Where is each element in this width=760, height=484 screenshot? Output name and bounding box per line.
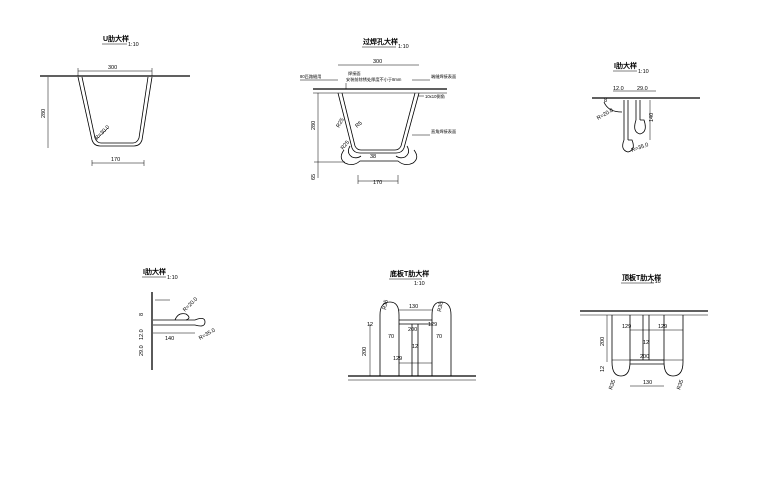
top-t-rib-small: 12 bbox=[600, 366, 606, 372]
i-rib-1-title: I肋大样 bbox=[614, 61, 637, 70]
pass-hole-bulbs bbox=[340, 149, 418, 165]
u-rib-inner bbox=[81, 76, 149, 144]
pass-hole-title: 过焊孔大样 bbox=[363, 37, 398, 46]
i-rib-2-title: I肋大样 bbox=[143, 267, 166, 276]
pass-hole-bottom-dim: 38 bbox=[370, 154, 376, 160]
pass-hole-r1: R25 bbox=[336, 117, 346, 129]
bottom-t-rib-left-a: 12 bbox=[367, 322, 373, 328]
i-rib-1-detail: I肋大样 1:10 12.0 29.0 8 140 R=20.0 R=35.0 bbox=[592, 61, 700, 154]
i-rib-2-bulb bbox=[194, 318, 206, 327]
pass-hole-note-weld-b: 安装前除锈处厚度不小于8mm bbox=[346, 76, 402, 83]
u-rib-top-width: 300 bbox=[108, 65, 117, 71]
bottom-t-rib-web: 12 bbox=[412, 344, 418, 350]
pass-hole-note-right-c: 直角焊接表面 bbox=[431, 128, 456, 135]
i-rib-1-scale: 1:10 bbox=[638, 69, 649, 75]
i-rib-1-r2: R=35.0 bbox=[631, 142, 650, 154]
bottom-t-rib-scale: 1:10 bbox=[414, 281, 425, 287]
bottom-t-rib-top: 130 bbox=[409, 304, 418, 310]
i-rib-1-dim-d: 140 bbox=[649, 113, 655, 122]
bottom-t-rib-height: 200 bbox=[362, 347, 368, 356]
top-t-rib-right-leg bbox=[663, 315, 684, 377]
i-rib-1-r1: R=20.0 bbox=[596, 108, 614, 122]
u-rib-height: 280 bbox=[41, 109, 47, 118]
i-rib-1-dim-b: 29.0 bbox=[637, 86, 648, 92]
pass-hole-bottom-width: 170 bbox=[373, 180, 382, 186]
pass-hole-r3: R25 bbox=[340, 140, 351, 152]
top-t-rib-bottom: 130 bbox=[643, 380, 652, 386]
pass-hole-scale: 1:10 bbox=[398, 44, 409, 50]
bottom-t-rib-side-a: 70 bbox=[388, 334, 394, 340]
bottom-t-rib-mid: 200 bbox=[408, 327, 417, 333]
i-rib-1-dim-c: 8 bbox=[604, 98, 607, 104]
i-rib-1-dim-a: 12.0 bbox=[613, 86, 624, 92]
top-t-rib-web: 12 bbox=[643, 340, 649, 346]
pass-hole-note-left: 80匹路缝用 bbox=[300, 73, 321, 80]
pass-hole-u-outer bbox=[337, 92, 420, 154]
i-rib-2-detail: I肋大样 1:10 140 8 12.0 29.0 R=20.0 R=35.0 bbox=[139, 267, 216, 370]
i-rib-2-dim-b: 29.0 bbox=[139, 345, 145, 356]
top-t-rib-scale: 1:10 bbox=[650, 279, 661, 285]
top-t-rib-radius-b: R35 bbox=[676, 379, 685, 391]
pass-hole-r2: R5 bbox=[354, 120, 363, 129]
u-rib-radius: R=30.0 bbox=[94, 125, 111, 142]
top-t-rib-flange-r: 129 bbox=[658, 324, 667, 330]
pass-hole-height: 280 bbox=[311, 121, 317, 130]
top-t-rib-mid: 200 bbox=[640, 354, 649, 360]
top-t-rib-title: 顶板T肋大样 bbox=[622, 273, 661, 282]
bottom-t-rib-detail: 底板T肋大样 1:10 130 200 12 129 200 70 70 12 … bbox=[348, 269, 476, 381]
i-rib-2-dim-c: 8 bbox=[139, 313, 145, 316]
pass-hole-note-right-a: 端缝焊接表面 bbox=[431, 73, 456, 80]
pass-hole-note-weld-a: 焊接面 bbox=[348, 70, 361, 77]
bottom-t-rib-radius-a: R35 bbox=[382, 299, 390, 310]
u-rib-title: U肋大样 bbox=[103, 34, 129, 43]
i-rib-2-r2: R=35.0 bbox=[198, 328, 216, 342]
i-rib-2-scale: 1:10 bbox=[167, 275, 178, 281]
bottom-t-rib-side-b: 70 bbox=[436, 334, 442, 340]
top-t-rib-radius-a: R35 bbox=[608, 379, 617, 391]
top-t-rib-left-leg bbox=[611, 315, 631, 377]
top-t-rib-height: 200 bbox=[600, 337, 606, 346]
pass-hole-detail: 过焊孔大样 1:10 300 80匹路缝用 焊接面 安装前除锈处厚度不小于8mm… bbox=[300, 37, 456, 186]
pass-hole-top-width: 300 bbox=[373, 59, 382, 65]
pass-hole-u-inner bbox=[341, 92, 416, 151]
i-rib-1-bulb bbox=[622, 139, 634, 153]
bottom-t-rib-radius-b: R35 bbox=[437, 301, 445, 312]
bottom-t-rib-title: 底板T肋大样 bbox=[390, 269, 429, 278]
i-rib-2-dim-a: 12.0 bbox=[139, 329, 145, 340]
pass-hole-height2: 65 bbox=[311, 174, 317, 180]
bottom-t-rib-right-leg bbox=[431, 301, 452, 376]
i-rib-2-dim-d: 140 bbox=[165, 336, 174, 342]
bottom-t-rib-right-a: 129 bbox=[428, 322, 437, 328]
pass-hole-note-right-b: 10x10倒角 bbox=[425, 93, 445, 100]
bottom-t-rib-left-leg bbox=[379, 301, 400, 376]
u-rib-scale: 1:10 bbox=[128, 42, 139, 48]
bottom-t-rib-flange: 129 bbox=[393, 356, 402, 362]
u-rib-outer bbox=[77, 76, 153, 147]
top-t-rib-detail: 顶板T肋大样 1:10 129 129 12 200 130 200 12 R3… bbox=[580, 273, 708, 391]
i-rib-2-r1: R=20.0 bbox=[182, 297, 199, 314]
top-t-rib-flange-l: 129 bbox=[622, 324, 631, 330]
u-rib-detail: U肋大样 1:10 300 280 R=30.0 170 bbox=[40, 34, 190, 166]
u-rib-bottom-width: 170 bbox=[111, 157, 120, 163]
